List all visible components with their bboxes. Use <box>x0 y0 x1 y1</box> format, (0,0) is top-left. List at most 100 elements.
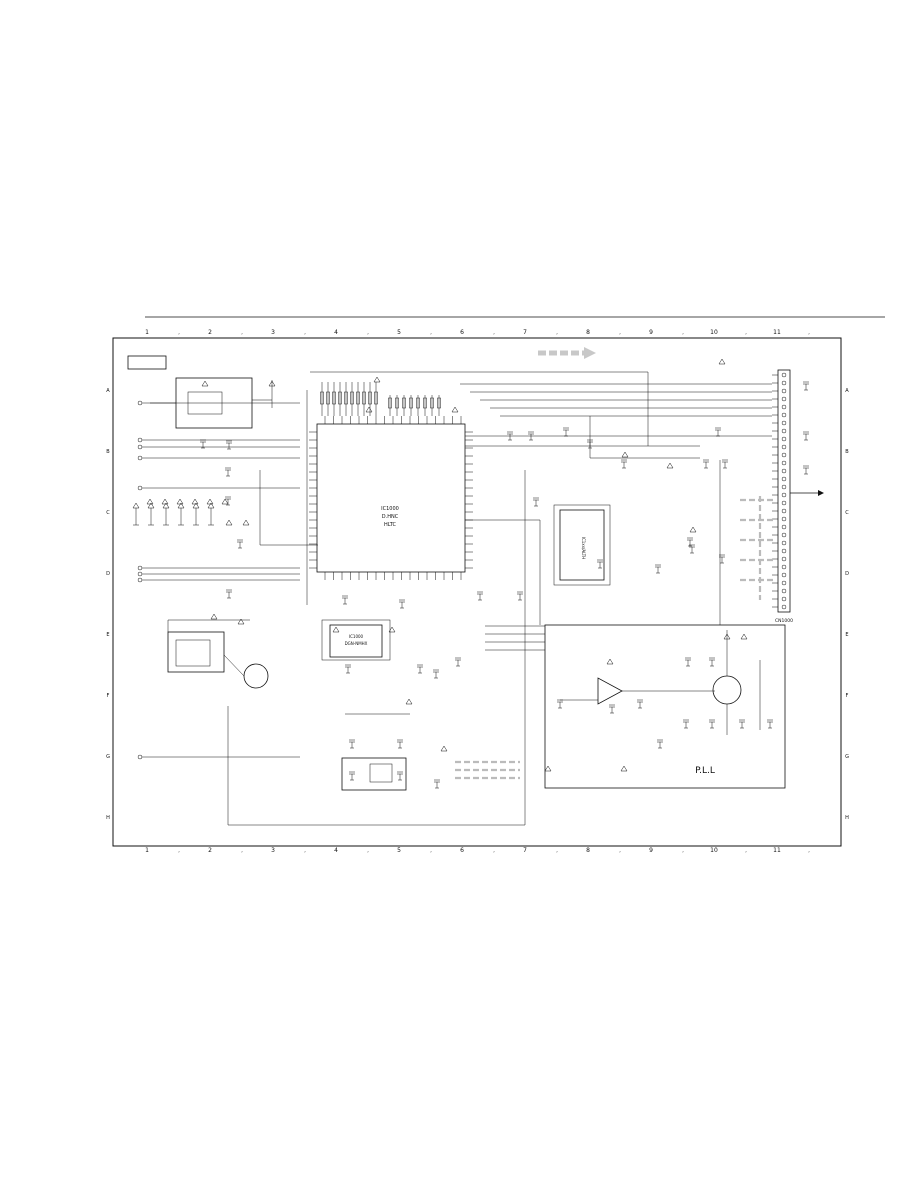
grid-tick: , <box>304 848 306 854</box>
connector-pin <box>781 532 787 538</box>
grid-column-label: 6 <box>460 329 464 336</box>
power-symbol <box>132 502 140 509</box>
connector-pin <box>781 412 787 418</box>
resistor <box>338 391 342 405</box>
connector-pin <box>781 388 787 394</box>
grid-row-label: E <box>845 632 848 638</box>
connector-pin <box>781 500 787 506</box>
input-terminal <box>137 437 143 443</box>
resistor <box>326 391 330 405</box>
connector-pin <box>781 564 787 570</box>
connector-pin <box>781 380 787 386</box>
main-ic-line1: IC1000 <box>381 506 399 512</box>
supply-symbol <box>621 451 629 458</box>
resistor <box>362 391 366 405</box>
connector-pin <box>781 476 787 482</box>
grid-column-label: 3 <box>271 329 275 336</box>
connector-pin <box>781 396 787 402</box>
supply-symbol <box>225 519 233 526</box>
lower-regulator <box>341 713 410 791</box>
grid-tick: , <box>367 848 369 854</box>
grid-row-label: G <box>845 754 849 760</box>
supply-symbol <box>332 626 340 633</box>
connector-pin <box>781 524 787 530</box>
passive-components <box>146 358 809 789</box>
supply-symbol <box>373 376 381 383</box>
grid-column-label: 10 <box>710 847 718 854</box>
supply-symbol <box>689 526 697 533</box>
grid-row-label: H <box>106 815 110 821</box>
top-bus-lines <box>310 371 772 459</box>
grid-column-label: 6 <box>460 847 464 854</box>
supply-symbol <box>620 765 628 772</box>
supply-symbol <box>176 498 184 505</box>
connector-pin <box>781 580 787 586</box>
connector-pin <box>781 420 787 426</box>
grid-tick: , <box>745 330 747 336</box>
supply-symbol <box>146 498 154 505</box>
resistor <box>437 397 441 409</box>
grid-column-label: 11 <box>773 847 781 854</box>
grid-tick: , <box>556 848 558 854</box>
resistor <box>368 391 372 405</box>
connector-pin <box>781 484 787 490</box>
supply-symbol <box>161 498 169 505</box>
grid-tick: , <box>430 330 432 336</box>
resistor <box>430 397 434 409</box>
supply-symbol <box>388 626 396 633</box>
main-ic-line2: D.HNC <box>382 514 399 520</box>
connector-pins <box>772 372 787 610</box>
main-ic-pins <box>309 416 473 580</box>
grid-tick: , <box>808 848 810 854</box>
grid-column-labels-bottom: 1,2,3,4,5,6,7,8,9,10,11, <box>145 847 810 854</box>
signal-flow-arrow <box>538 347 596 359</box>
input-terminal <box>137 577 143 583</box>
supply-symbol <box>201 380 209 387</box>
resistor <box>344 391 348 405</box>
title-box <box>127 355 167 370</box>
grid-column-label: 7 <box>523 847 527 854</box>
supply-symbol <box>191 498 199 505</box>
supply-symbol <box>440 745 448 752</box>
connector-cn1000: CN1000 <box>775 369 793 624</box>
resistor <box>332 391 336 405</box>
pll-bus <box>465 460 721 651</box>
resistor <box>423 397 427 409</box>
grid-column-label: 7 <box>523 329 527 336</box>
input-terminal <box>137 400 143 406</box>
grid-tick: , <box>367 330 369 336</box>
connector-pin <box>781 428 787 434</box>
grid-tick: , <box>619 330 621 336</box>
connector-pin <box>781 548 787 554</box>
grid-row-label: H <box>845 815 849 821</box>
grid-tick: , <box>304 330 306 336</box>
resistor <box>395 397 399 409</box>
grid-row-label: E <box>106 632 109 638</box>
grid-row-label: A <box>845 388 849 394</box>
supply-symbol <box>268 380 276 387</box>
grid-column-label: 5 <box>397 847 401 854</box>
input-terminal <box>137 485 143 491</box>
resistor <box>320 391 324 405</box>
left-inputs <box>137 400 300 760</box>
supply-symbol <box>544 765 552 772</box>
connector-pin <box>781 436 787 442</box>
pll-label: P.L.L <box>695 766 715 776</box>
grid-tick: , <box>430 848 432 854</box>
output-arrow <box>790 490 824 496</box>
input-terminal <box>137 455 143 461</box>
resistor <box>402 397 406 409</box>
grid-tick: , <box>241 848 243 854</box>
supply-symbol <box>451 406 459 413</box>
connector-pin <box>781 516 787 522</box>
resistor <box>356 391 360 405</box>
resistor <box>388 397 392 409</box>
grid-column-label: 1 <box>145 847 149 854</box>
grid-tick: , <box>745 848 747 854</box>
grid-column-label: 2 <box>208 847 212 854</box>
supply-symbol <box>206 498 214 505</box>
vertical-buses <box>227 390 526 826</box>
grid-column-label: 1 <box>145 329 149 336</box>
